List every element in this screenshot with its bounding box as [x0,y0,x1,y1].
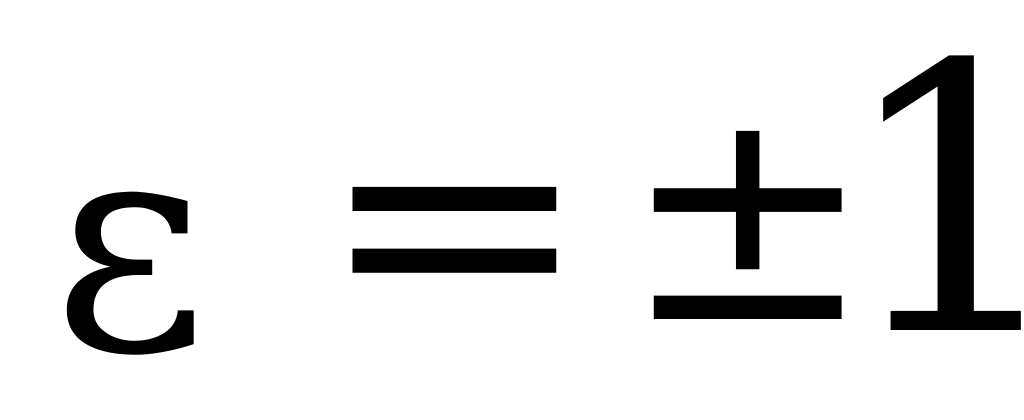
epsilon-symbol: ε [52,71,208,420]
plus-minus-sign: ± [622,41,874,390]
equals-sign: = [318,40,591,401]
value-one: 1 [838,0,1024,418]
